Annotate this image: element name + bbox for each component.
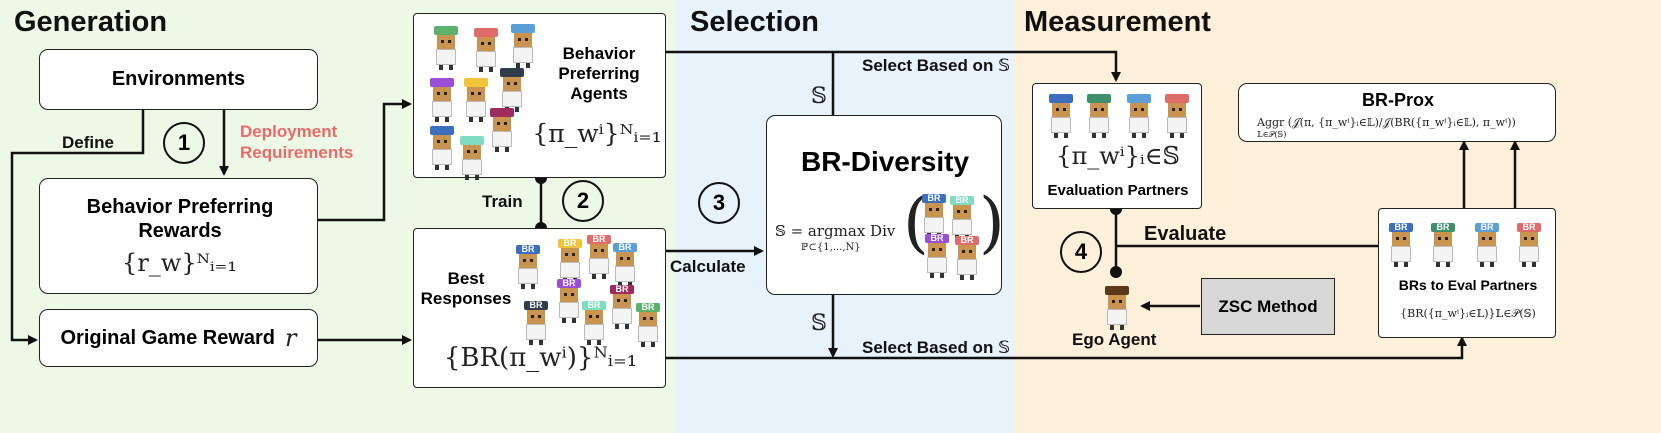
br-agent-icon: BR bbox=[1517, 222, 1541, 267]
original-reward-label: Original Game Reward bbox=[60, 326, 276, 349]
br-prox-title: BR-Prox bbox=[1361, 90, 1434, 110]
agent-icon bbox=[460, 136, 484, 180]
agent-icon bbox=[474, 28, 498, 72]
br-agent-icon: BR bbox=[1431, 222, 1455, 267]
bpa-formula: {π_wⁱ}ᴺᵢ₌₁ bbox=[532, 119, 662, 148]
br-agent-icon: BR bbox=[524, 300, 548, 345]
deployment-requirements-text: Deployment Requirements bbox=[240, 122, 354, 162]
br-prox-formula: Aggr (𝒥(π, {π_wⁱ}ᵢ∈𝕃)/𝒥(BR({π_wⁱ}ᵢ∈𝕃), π… bbox=[1257, 116, 1516, 129]
environments-box: Environments bbox=[39, 49, 318, 110]
brs-eval-title: BRs to Eval Partners bbox=[1398, 277, 1538, 293]
measurement-title: Measurement bbox=[1024, 6, 1211, 38]
zsc-method-box: ZSC Method bbox=[1201, 278, 1335, 335]
define-label: Define bbox=[62, 133, 114, 152]
br-agent-icon: BR bbox=[950, 195, 974, 240]
step-2-circle: 2 bbox=[562, 180, 604, 222]
selection-title: Selection bbox=[690, 6, 819, 38]
br-agent-icon: BR bbox=[925, 233, 949, 278]
calculate-label: Calculate bbox=[670, 257, 746, 276]
eval-partners-title: Evaluation Partners bbox=[1047, 182, 1189, 199]
brs-to-eval-partners-box: BR BR BR BR BRs to Eval Partners {BR({π_… bbox=[1378, 208, 1556, 338]
br-prox-sub: 𝕃∈𝒫(𝕊) bbox=[1257, 130, 1287, 139]
brd-formula: 𝕊 = argmax Div bbox=[775, 222, 896, 240]
generation-title: Generation bbox=[14, 6, 168, 38]
brs-formula: {BR({π_wⁱ}ᵢ∈𝕃)}𝕃∈𝒫(𝕊) bbox=[1400, 307, 1536, 320]
select-based-bottom-label: Select Based on 𝕊 bbox=[862, 338, 1011, 357]
behavior-preferring-agents-box: Behavior Preferring Agents {π_wⁱ}ᴺᵢ₌₁ bbox=[413, 13, 666, 180]
brd-paren-right: ) bbox=[979, 184, 1005, 261]
br-agent-icon: BR bbox=[613, 242, 637, 287]
s-top-label: 𝕊 bbox=[811, 84, 827, 109]
deployment-requirements-label: Deployment Requirements bbox=[240, 121, 360, 163]
eval-formula: {π_wⁱ}ᵢ∈𝕊 bbox=[1056, 142, 1180, 170]
original-game-reward-box: Original Game Reward r bbox=[39, 309, 318, 367]
agent-icon bbox=[430, 78, 454, 122]
agent-icon bbox=[464, 78, 488, 122]
best-responses-box: Best Responses BR BR BR BR BR BR BR BR B… bbox=[413, 228, 666, 388]
br-prox-box: BR-Prox Aggr (𝒥(π, {π_wⁱ}ᵢ∈𝕃)/𝒥(BR({π_wⁱ… bbox=[1238, 83, 1556, 142]
ego-agent-icon bbox=[1105, 286, 1129, 330]
zsc-method-label: ZSC Method bbox=[1218, 296, 1318, 316]
br-agent-icon: BR bbox=[558, 238, 582, 283]
train-label: Train bbox=[482, 192, 523, 211]
agent-icon bbox=[1049, 94, 1073, 138]
brd-sub: ℙ⊂{1,...,N} bbox=[801, 242, 861, 253]
br-agent-icon: BR bbox=[587, 234, 611, 279]
agent-icon bbox=[434, 26, 458, 70]
behavior-preferring-rewards-box: Behavior Preferring Rewards {r_w}ᴺᵢ₌₁ bbox=[39, 178, 318, 294]
s-bottom-label: 𝕊 bbox=[811, 311, 827, 336]
select-based-top-label: Select Based on 𝕊 bbox=[862, 56, 1011, 75]
br-agent-icon: BR bbox=[1475, 222, 1499, 267]
br-agent-icon: BR bbox=[955, 235, 979, 280]
agent-icon bbox=[1165, 94, 1189, 138]
step-1-circle: 1 bbox=[163, 122, 205, 164]
environments-label: Environments bbox=[111, 68, 246, 90]
bpa-title: Behavior Preferring Agents bbox=[558, 44, 640, 103]
br-agent-icon: BR bbox=[1389, 222, 1413, 267]
evaluate-label: Evaluate bbox=[1144, 223, 1227, 245]
agent-icon bbox=[430, 126, 454, 170]
step-3-circle: 3 bbox=[698, 182, 740, 224]
agent-icon bbox=[1087, 94, 1111, 138]
br-formula: {BR(π_wⁱ)}ᴺᵢ₌₁ bbox=[443, 343, 638, 373]
evaluation-partners-box: {π_wⁱ}ᵢ∈𝕊 Evaluation Partners bbox=[1032, 83, 1202, 209]
agent-icon bbox=[500, 68, 524, 112]
br-agent-icon: BR bbox=[582, 300, 606, 345]
br-agent-icon: BR bbox=[557, 278, 581, 323]
br-agent-icon: BR bbox=[636, 302, 660, 347]
br-diversity-box: BR-Diversity 𝕊 = argmax Div ℙ⊂{1,...,N} … bbox=[766, 115, 1005, 295]
br-diversity-title: BR-Diversity bbox=[800, 146, 970, 177]
step-4-circle: 4 bbox=[1060, 231, 1102, 273]
bpr-formula: {r_w}ᴺᵢ₌₁ bbox=[122, 249, 237, 277]
best-responses-title: Best Responses bbox=[420, 269, 512, 308]
agent-icon bbox=[511, 24, 535, 68]
br-agent-icon: BR bbox=[610, 284, 634, 329]
agent-icon bbox=[490, 108, 514, 152]
agent-icon bbox=[1127, 94, 1151, 138]
ego-agent-label: Ego Agent bbox=[1072, 330, 1157, 349]
br-agent-icon: BR bbox=[516, 244, 540, 289]
original-reward-symbol: r bbox=[285, 324, 297, 352]
bpr-title: Behavior Preferring Rewards bbox=[86, 196, 274, 242]
br-agent-icon: BR bbox=[922, 193, 946, 238]
